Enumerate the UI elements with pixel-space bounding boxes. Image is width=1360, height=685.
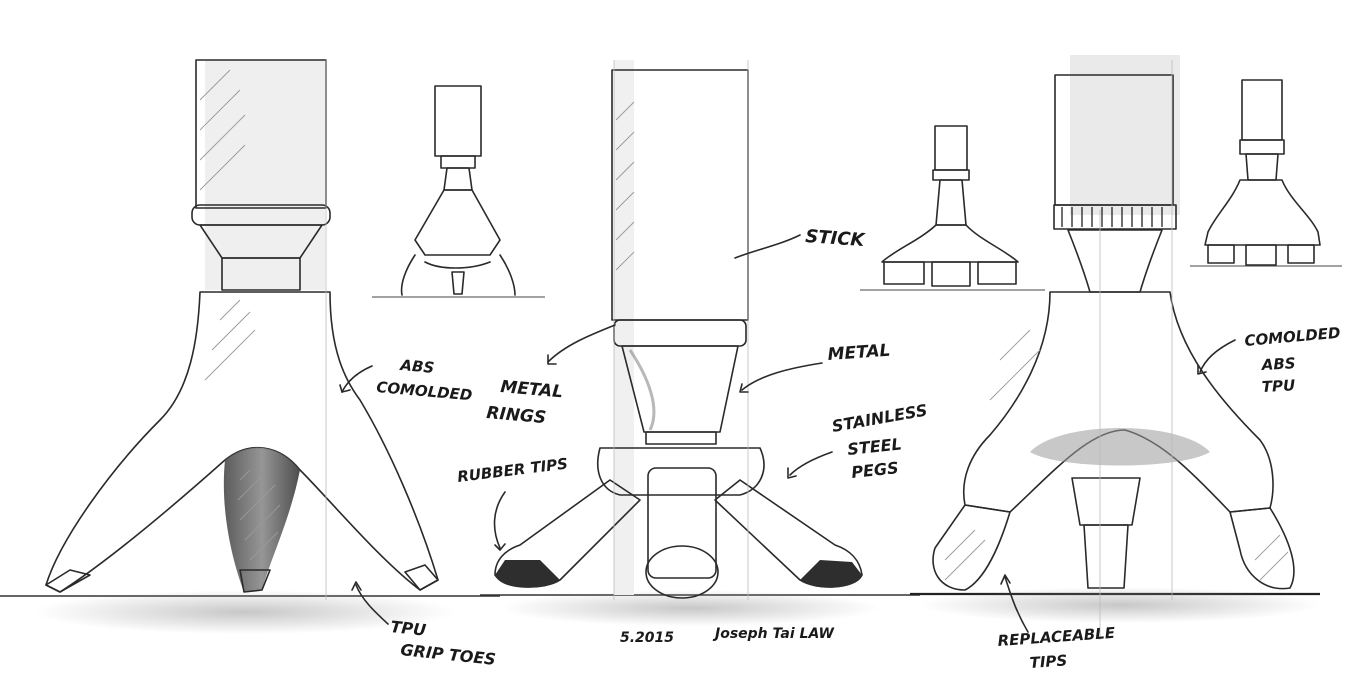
svg-text:METAL: METAL — [827, 341, 891, 365]
label-metal: METAL — [827, 341, 891, 365]
svg-text:ABS: ABS — [1260, 354, 1296, 374]
label-stainless-steel-pegs: STAINLESS STEEL PEGS — [830, 400, 928, 482]
design-3-side-view-thumbnail-a — [860, 125, 1045, 291]
design-1-side-view-thumbnail — [372, 85, 545, 298]
svg-text:PEGS: PEGS — [850, 458, 899, 482]
design-3-side-view-thumbnail-b — [1190, 79, 1342, 267]
svg-text:STICK: STICK — [805, 226, 867, 251]
svg-text:ABS: ABS — [399, 356, 435, 377]
svg-text:GRIP TOES: GRIP TOES — [400, 640, 497, 669]
label-rubber-tips: RUBBER TIPS — [456, 455, 569, 486]
svg-text:STEEL: STEEL — [846, 434, 902, 459]
floor-lines — [0, 587, 1320, 634]
svg-text:COMOLDED: COMOLDED — [1244, 324, 1341, 350]
signature: 5.2015 Joseph Tai LAW — [620, 626, 835, 646]
label-comolded-abs-tpu: COMOLDED ABS TPU — [1244, 324, 1341, 396]
svg-text:COMOLDED: COMOLDED — [376, 378, 473, 404]
label-abs-comolded: ABS COMOLDED — [376, 356, 473, 404]
label-tpu-grip-toes: TPU GRIP TOES — [390, 617, 497, 669]
svg-text:STAINLESS: STAINLESS — [830, 400, 928, 435]
design-2-steel-pegs-foot — [494, 60, 863, 600]
svg-text:METAL: METAL — [500, 377, 564, 402]
label-replaceable-tips: REPLACEABLE TIPS — [997, 624, 1116, 672]
signature-name: Joseph Tai LAW — [712, 626, 835, 642]
svg-text:TPU: TPU — [1261, 376, 1295, 396]
svg-text:TIPS: TIPS — [1029, 651, 1068, 672]
svg-text:RUBBER TIPS: RUBBER TIPS — [456, 455, 569, 486]
leader-lines — [339, 234, 1236, 633]
label-metal-rings: METAL RINGS — [486, 377, 564, 428]
svg-text:RINGS: RINGS — [486, 403, 547, 428]
svg-text:TPU: TPU — [390, 617, 427, 640]
design-3-comolded-foot — [932, 55, 1295, 640]
signature-date: 5.2015 — [620, 630, 674, 646]
label-stick: STICK — [805, 226, 867, 251]
design-1-tripod-foot — [45, 59, 439, 600]
svg-text:REPLACEABLE: REPLACEABLE — [997, 624, 1116, 650]
